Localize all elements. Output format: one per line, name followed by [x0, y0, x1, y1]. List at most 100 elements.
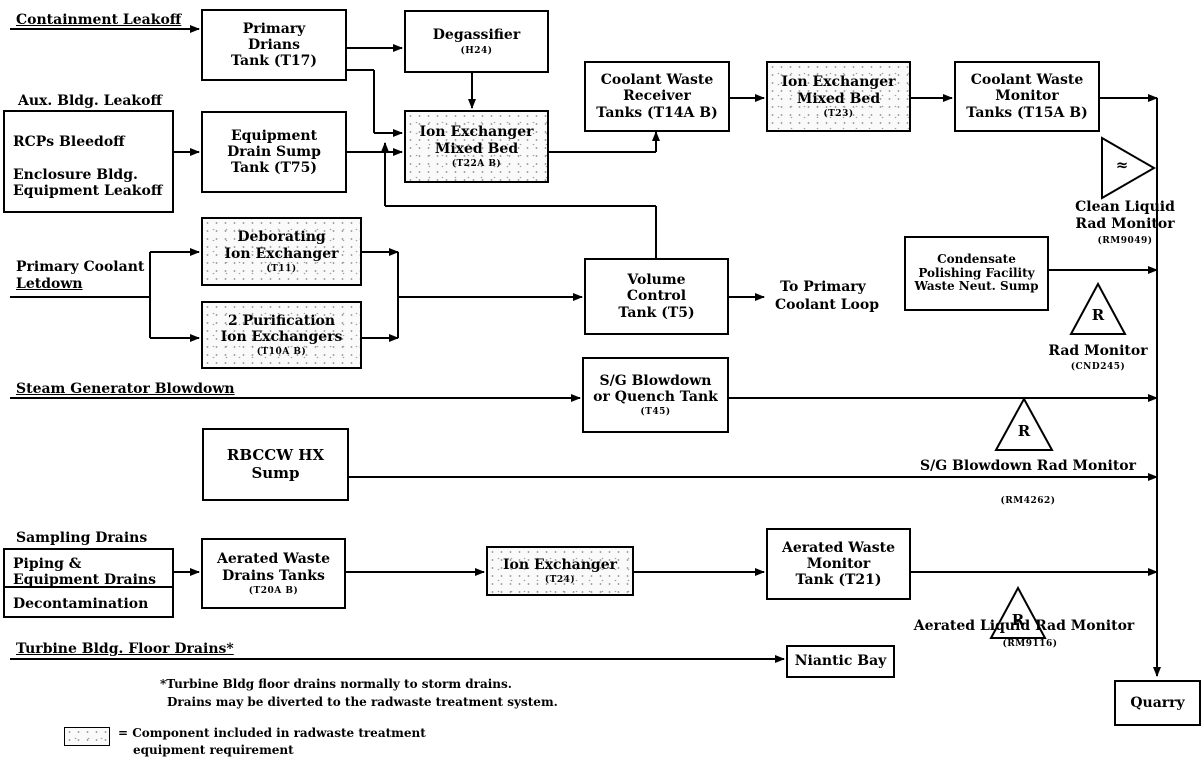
ix-t24-line1: Ion Exchanger — [503, 556, 617, 573]
deborating-ix-box: Deborating Ion Exchanger (T11) — [201, 217, 362, 286]
rad-monitor-triangle — [1069, 281, 1127, 335]
ix-t23-line1: Ion Exchanger — [781, 74, 896, 91]
purification-tag: (T10A B) — [256, 347, 307, 358]
clean-liquid-tag: (RM9049) — [1097, 236, 1153, 246]
sg-blowdown-monitor-tag: (RM4262) — [1000, 496, 1056, 506]
input-enclosure-bldg-line1: Enclosure Bldg. — [13, 167, 138, 184]
ix-t22-line1: Ion Exchanger — [419, 124, 534, 141]
aerated-liquid-monitor-symbol: R — [1011, 611, 1025, 629]
awd-tag: (T20A B) — [248, 585, 299, 596]
degassifier-tag: (H24) — [460, 45, 493, 56]
sampling-group-box: Piping & Equipment Drains Decontaminatio… — [3, 548, 174, 618]
monitor-line2: Monitor — [995, 88, 1059, 105]
rbccw-line1: RBCCW HX — [226, 446, 325, 465]
condensate-line1: Condensate — [937, 251, 1016, 266]
sg-tank-line1: S/G Blowdown — [599, 372, 712, 389]
niantic-bay-box: Niantic Bay — [786, 645, 895, 678]
ix-t22-line2: Mixed Bed — [434, 140, 519, 157]
deborating-line2: Ion Exchanger — [224, 245, 339, 262]
sg-blowdown-tank-box: S/G Blowdown or Quench Tank (T45) — [582, 357, 729, 433]
condensate-line2: Polishing Facility — [918, 265, 1035, 280]
deborating-line1: Deborating — [237, 229, 326, 246]
awm-line1: Aerated Waste — [781, 539, 896, 556]
primary-drains-tank-box: Primary Drians Tank (T17) — [201, 9, 347, 81]
degassifier-label: Degassifier — [432, 27, 521, 44]
input-turbine-floor-drains: Turbine Bldg. Floor Drains* — [16, 641, 234, 657]
footnote-line1: *Turbine Bldg floor drains normally to s… — [160, 677, 512, 691]
quarry-box: Quarry — [1114, 680, 1201, 726]
condensate-line3: Waste Neut. Sump — [914, 279, 1039, 294]
aerated-waste-monitor-box: Aerated Waste Monitor Tank (T21) — [766, 528, 911, 600]
volume-control-tank-box: Volume Control Tank (T5) — [584, 258, 729, 335]
input-piping-line1: Piping & — [13, 556, 82, 572]
niantic-bay-label: Niantic Bay — [794, 653, 887, 670]
primary-drains-line2: Drians — [248, 36, 300, 53]
legend-swatch — [64, 727, 110, 746]
to-primary-coolant-loop-line1: To Primary — [780, 279, 866, 295]
input-enclosure-bldg-line2: Equipment Leakoff — [13, 183, 163, 200]
receiver-line3: Tanks (T14A B) — [596, 104, 718, 121]
sump-line2: Drain Sump — [227, 143, 321, 160]
purification-line2: Ion Exchangers — [220, 329, 343, 345]
vct-line3: Tank (T5) — [618, 304, 695, 321]
input-primary-coolant-line1: Primary Coolant — [16, 259, 145, 275]
awd-line1: Aerated Waste — [216, 551, 331, 568]
footnote-line2: Drains may be diverted to the radwaste t… — [167, 695, 558, 709]
clean-liquid-monitor-symbol: ≈ — [1115, 156, 1129, 174]
sump-line3: Tank (T75) — [230, 160, 318, 177]
aerated-waste-drains-box: Aerated Waste Drains Tanks (T20A B) — [201, 538, 346, 609]
monitor-line3: Tanks (T15A B) — [966, 104, 1088, 121]
rad-monitor-symbol: R — [1091, 306, 1105, 324]
input-containment-leakoff: Containment Leakoff — [16, 12, 182, 28]
ion-exchanger-t24-box: Ion Exchanger (T24) — [486, 546, 634, 596]
input-piping-line2: Equipment Drains — [13, 572, 156, 589]
input-sampling-drains: Sampling Drains — [16, 530, 148, 546]
ix-t24-tag: (T24) — [544, 575, 576, 586]
input-decontamination: Decontamination — [13, 596, 149, 613]
ix-t23-line2: Mixed Bed — [796, 90, 881, 107]
equipment-drain-sump-box: Equipment Drain Sump Tank (T75) — [201, 111, 347, 193]
monitor-line1: Coolant Waste — [970, 72, 1084, 89]
quarry-label: Quarry — [1130, 694, 1185, 711]
coolant-waste-monitor-box: Coolant Waste Monitor Tanks (T15A B) — [954, 61, 1100, 132]
sump-line1: Equipment — [230, 127, 318, 144]
ix-t22-tag: (T22A B) — [451, 158, 502, 169]
sg-tank-tag: (T45) — [640, 407, 671, 418]
sg-blowdown-monitor-symbol: R — [1017, 422, 1031, 440]
sg-blowdown-monitor-label: S/G Blowdown Rad Monitor — [919, 458, 1137, 474]
input-steam-generator-blowdown: Steam Generator Blowdown — [16, 381, 235, 397]
primary-drains-line3: Tank (T17) — [230, 53, 318, 70]
ix-t23-tag: (T23) — [823, 108, 854, 119]
legend-text-line2: equipment requirement — [133, 743, 294, 757]
condensate-polishing-box: Condensate Polishing Facility Waste Neut… — [904, 236, 1049, 311]
vct-line2: Control — [626, 288, 687, 305]
sg-tank-line2: or Quench Tank — [593, 389, 718, 405]
awm-line3: Tank (T21) — [795, 572, 882, 589]
primary-drains-line1: Primary — [242, 20, 306, 37]
clean-liquid-label-line2: Rad Monitor — [1075, 216, 1175, 232]
clean-liquid-monitor-triangle — [1101, 136, 1157, 200]
vct-line1: Volume — [627, 272, 686, 289]
legend-text-line1: = Component included in radwaste treatme… — [118, 726, 426, 740]
input-rcps-bleedoff: RCPs Bleedoff — [13, 134, 125, 150]
leakoff-group-box: RCPs Bleedoff Enclosure Bldg. Equipment … — [3, 110, 174, 213]
ion-exchanger-t23-box: Ion Exchanger Mixed Bed (T23) — [766, 61, 911, 132]
awd-line2: Drains Tanks — [222, 567, 325, 584]
ion-exchanger-t22-box: Ion Exchanger Mixed Bed (T22A B) — [404, 110, 549, 183]
aerated-liquid-monitor-tag: (RM9116) — [1002, 639, 1058, 649]
receiver-line2: Receiver — [623, 88, 691, 105]
degassifier-box: Degassifier (H24) — [404, 10, 549, 73]
aerated-liquid-monitor-triangle — [989, 585, 1047, 639]
awm-line2: Monitor — [806, 555, 871, 572]
purification-line1: 2 Purification — [227, 312, 336, 329]
receiver-line1: Coolant Waste — [600, 72, 714, 89]
deborating-tag: (T11) — [266, 263, 297, 274]
input-aux-bldg-leakoff: Aux. Bldg. Leakoff — [18, 93, 162, 109]
input-primary-coolant-line2: Letdown — [16, 276, 83, 292]
sg-blowdown-monitor-triangle — [994, 396, 1054, 451]
aerated-liquid-monitor-label: Aerated Liquid Rad Monitor — [913, 618, 1135, 634]
rbccw-box: RBCCW HX Sump — [202, 428, 349, 501]
coolant-waste-receiver-box: Coolant Waste Receiver Tanks (T14A B) — [584, 61, 730, 132]
clean-liquid-label-line1: Clean Liquid — [1075, 199, 1175, 215]
